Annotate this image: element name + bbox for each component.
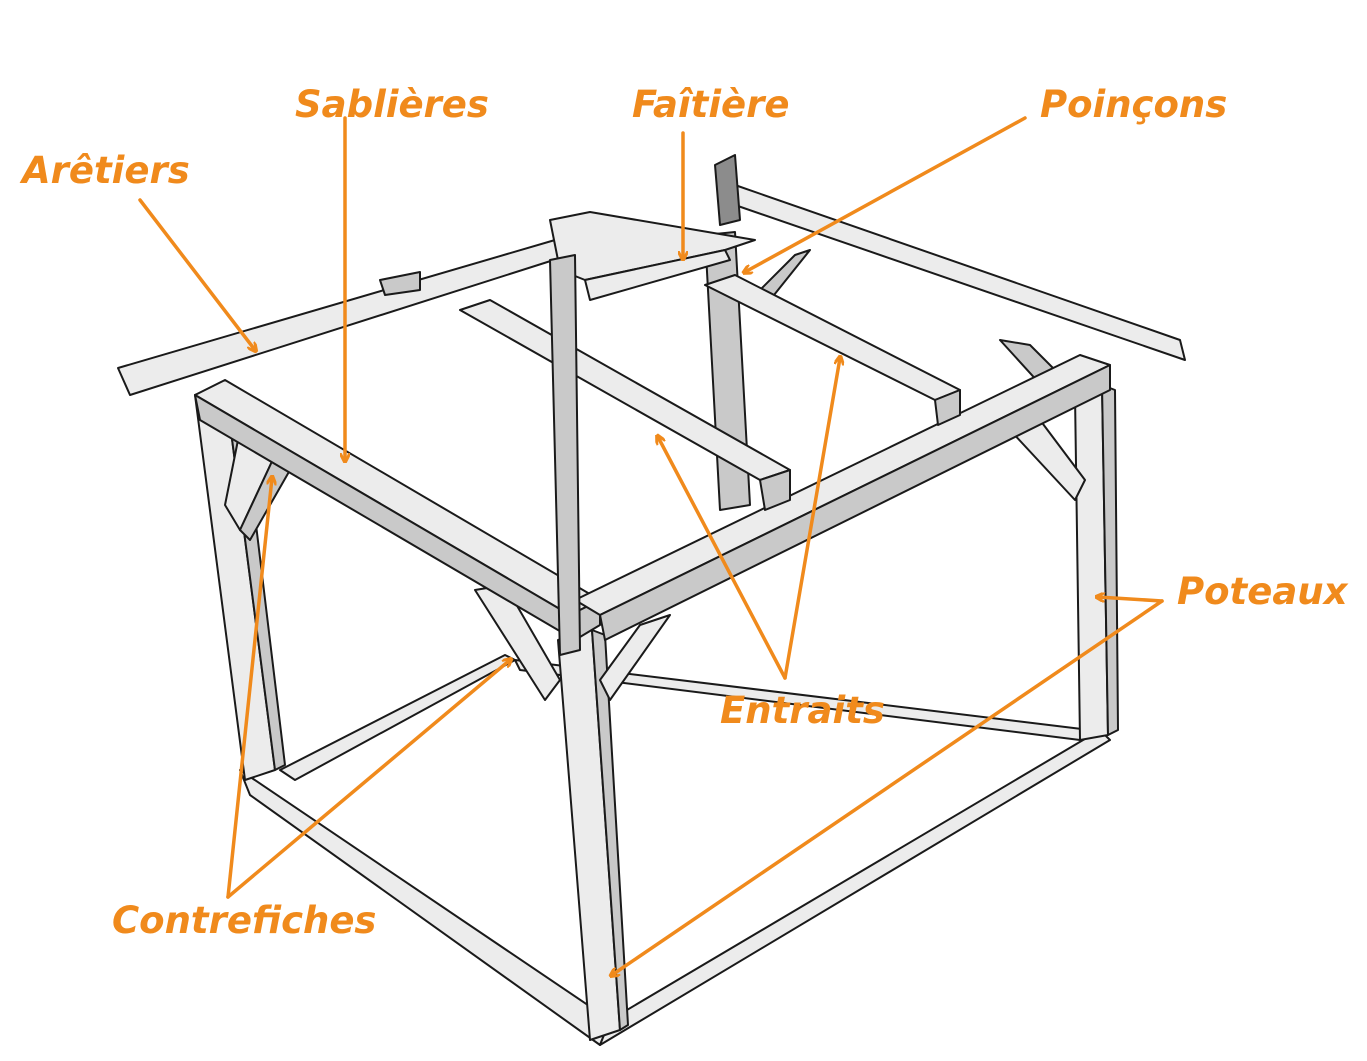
arrow-aretiers: [138, 198, 255, 350]
arrow-contrefiches-1: [226, 478, 272, 899]
label-contrefiches: Contrefiches: [112, 899, 377, 942]
arrow-poincons: [745, 116, 1027, 272]
tie-beams: [459, 274, 961, 511]
king-post: [549, 254, 581, 656]
arrow-entraits-1: [658, 437, 787, 680]
arrow-poteaux-2: [612, 599, 1164, 975]
label-entraits: Entraits: [720, 689, 885, 732]
sill-frame: [239, 654, 1111, 1046]
label-poincons: Poinçons: [1040, 83, 1228, 126]
arrow-poteaux-1: [1098, 597, 1164, 603]
annotation-arrows: [138, 116, 1164, 975]
roof-framing: [117, 154, 1186, 656]
label-sablieres: Sablières: [295, 83, 489, 126]
label-aretiers: Arêtiers: [22, 149, 190, 192]
label-faitiere: Faîtière: [632, 83, 790, 126]
arrow-entraits-2: [783, 358, 840, 680]
arrow-contrefiches-2: [226, 660, 510, 899]
label-poteaux: Poteaux: [1177, 570, 1348, 613]
